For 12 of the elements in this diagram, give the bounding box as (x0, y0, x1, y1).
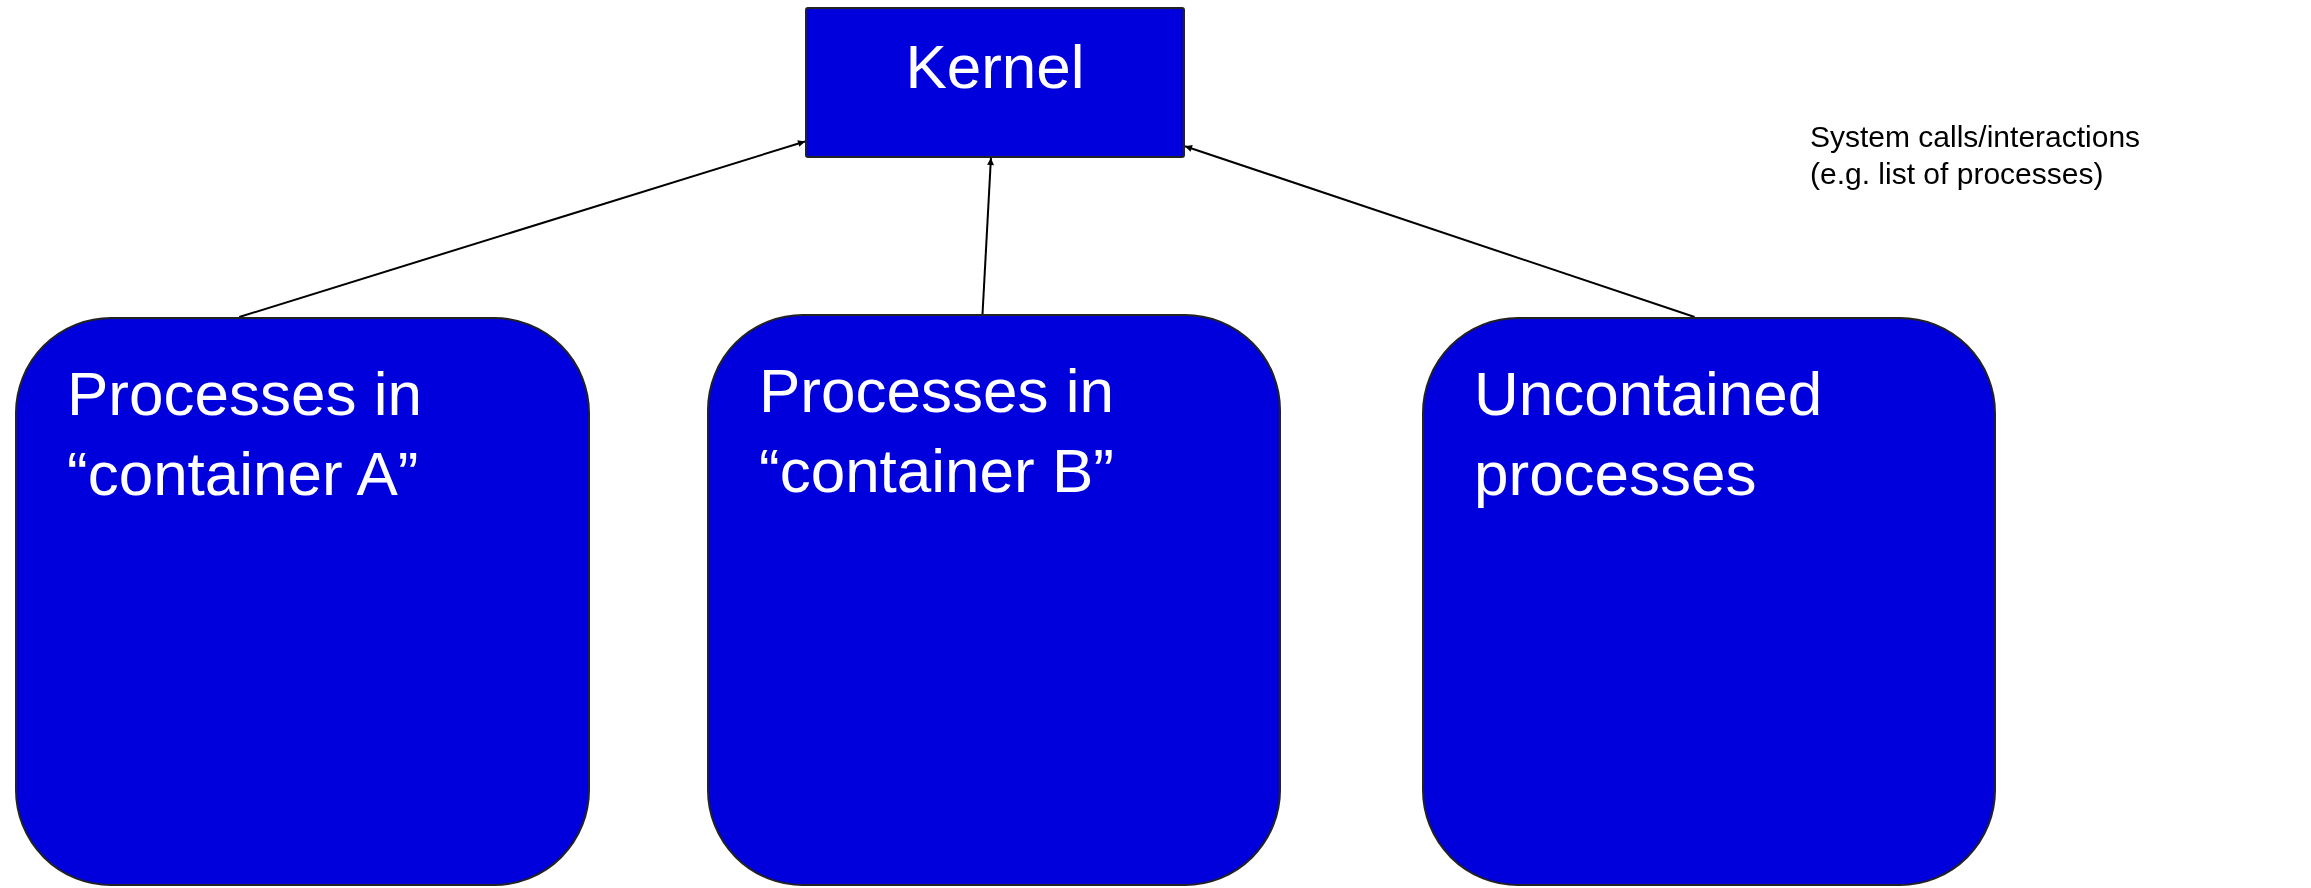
box-label: Processes in “container B” (759, 355, 1115, 507)
box-label: Uncontained processes (1474, 358, 1824, 510)
annotation-text: System calls/interactions (e.g. list of processes) (1810, 119, 2142, 192)
arrow (981, 157, 995, 315)
rounded-box (15, 317, 590, 886)
rounded-box (707, 314, 1281, 886)
rounded-box (1422, 317, 1996, 886)
process-box (805, 7, 1185, 158)
box-label: Processes in “container A” (67, 358, 423, 510)
arrow (1184, 145, 1696, 318)
arrow (238, 140, 806, 318)
box-title: Kernel (904, 31, 1086, 103)
